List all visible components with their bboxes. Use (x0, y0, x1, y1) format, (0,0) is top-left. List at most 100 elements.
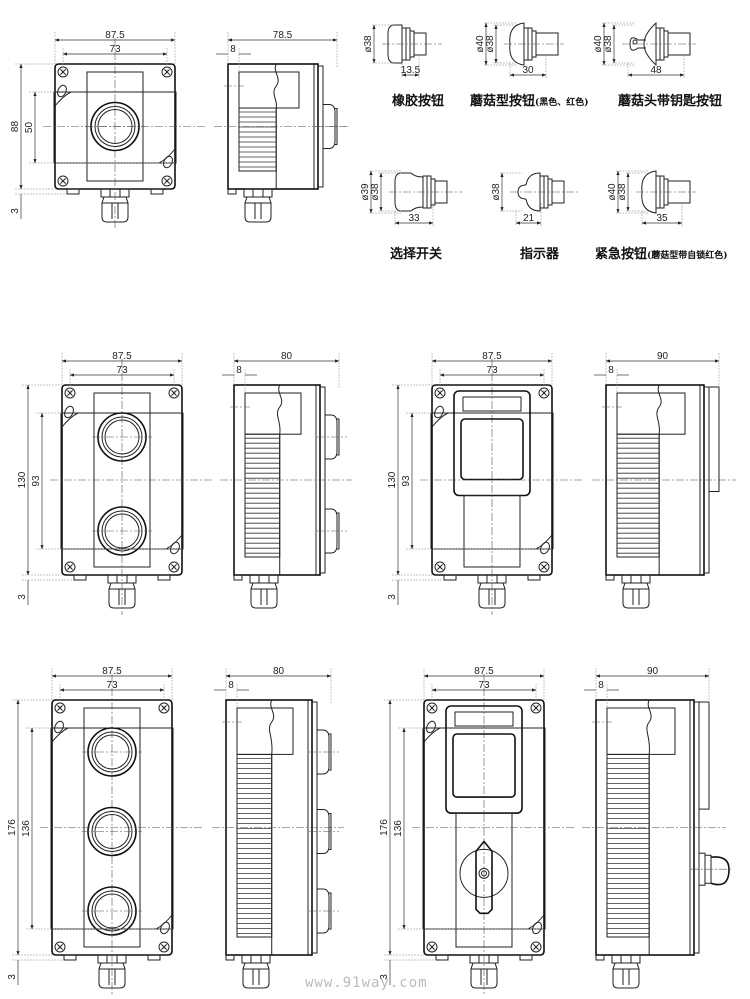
accessory-caption: 橡胶按钮 (392, 93, 444, 109)
dimension-label: 130 (387, 471, 398, 488)
mount-height-dimension: 136 (21, 727, 34, 930)
cooling-fins (236, 753, 273, 938)
caption-text: 蘑菇头带钥匙按钮 (618, 93, 722, 109)
dimension-label: ø38 (363, 35, 374, 53)
screw-icon (434, 561, 446, 573)
foot (435, 954, 449, 961)
diameter-dimension: ø38 (603, 24, 616, 64)
dimension-label: 35 (656, 213, 668, 224)
accessory-rubber-button: ø38 13.5 (363, 24, 442, 78)
height-dimension: 130 (17, 384, 30, 576)
length-dimension: 35 (641, 213, 683, 225)
lower-strip (455, 812, 513, 948)
length-dimension: 33 (394, 213, 434, 225)
accessory-caption: 蘑菇头带钥匙按钮 (618, 93, 722, 109)
dimension-label: 136 (21, 820, 32, 837)
enclosure-outline (61, 384, 183, 576)
dimension-label: 130 (17, 471, 28, 488)
dimension-label: ø38 (603, 35, 614, 53)
cable-gland (611, 954, 641, 989)
dimension-label: 3 (387, 594, 398, 600)
meter-display-window (460, 418, 524, 481)
accessory-caption: 指示器 (520, 246, 560, 262)
mount-hole (434, 405, 444, 419)
dimension-label: 87.5 (482, 351, 502, 362)
dimension-label: 3 (10, 208, 21, 214)
cable-gland (621, 574, 651, 609)
foot (233, 574, 243, 581)
dimension-label: 73 (116, 365, 128, 376)
depth-dimension: 80 (225, 666, 332, 678)
screw-icon (57, 66, 69, 78)
dimension-label: 3 (379, 974, 390, 980)
button-side-profile (309, 729, 339, 775)
length-dimension: 21 (515, 213, 542, 225)
screw-icon (168, 387, 180, 399)
screw-icon (434, 387, 446, 399)
dimension-label: 8 (228, 680, 234, 691)
caption-text: 蘑菇型按钮(黑色、红色) (470, 93, 589, 109)
mount-hole (54, 720, 64, 734)
inner-width-dimension: 73 (69, 365, 175, 377)
caption-text: 选择开关 (390, 246, 442, 262)
section-break (268, 699, 275, 955)
inner-width-dimension: 73 (439, 365, 545, 377)
screw-icon (64, 561, 76, 573)
dimension-label: 80 (273, 666, 285, 677)
dimension-label: 80 (281, 351, 293, 362)
screw-icon (54, 941, 66, 953)
dimension-label: ø38 (370, 183, 381, 201)
dimension-label: 33 (408, 213, 420, 224)
width-dimension: 87.5 (51, 666, 173, 678)
label-window (616, 392, 686, 435)
push-button (92, 412, 152, 462)
diameter-dimension: ø40 (593, 22, 606, 66)
dimension-label: 73 (486, 365, 498, 376)
dimension-label: ø39 (360, 183, 371, 201)
foot (519, 954, 533, 961)
screw-icon (158, 941, 170, 953)
accessory-caption: 蘑菇型按钮(黑色、红色) (470, 93, 589, 109)
section-break (276, 384, 283, 575)
foot-dimension: 3 (17, 580, 29, 605)
dimension-label: 88 (10, 121, 21, 133)
section-break (656, 384, 662, 575)
screw-icon (168, 561, 180, 573)
height-dimension: 130 (387, 384, 400, 576)
diameter-dimension: ø38 (617, 172, 630, 212)
cooling-fins (606, 753, 650, 938)
dimension-label: 90 (657, 351, 669, 362)
mount-hole (57, 84, 67, 98)
enclosure-outline (54, 63, 176, 190)
foot (157, 574, 171, 581)
dimension-label: ø38 (485, 35, 496, 53)
inner-width-dimension: 73 (59, 680, 165, 692)
dimension-label: 93 (31, 475, 42, 487)
inner-width-dimension: 73 (62, 44, 168, 56)
offset-dimension: 8 (216, 44, 251, 72)
enclosure-outline (51, 699, 173, 956)
foot-dimension: 3 (387, 580, 399, 605)
dimension-label: 13.5 (401, 65, 421, 76)
diameter-dimension: ø39 (360, 170, 373, 214)
dimension-label: 48 (650, 65, 662, 76)
dimension-label: 73 (106, 680, 118, 691)
width-dimension: 87.5 (61, 351, 183, 363)
cooling-fins (244, 433, 281, 558)
screw-icon (538, 387, 550, 399)
dimension-label: 50 (24, 122, 35, 134)
push-button (92, 506, 152, 556)
button-side-profile (309, 888, 339, 934)
width-dimension: 87.5 (54, 30, 176, 42)
depth-dimension: 90 (595, 666, 710, 678)
